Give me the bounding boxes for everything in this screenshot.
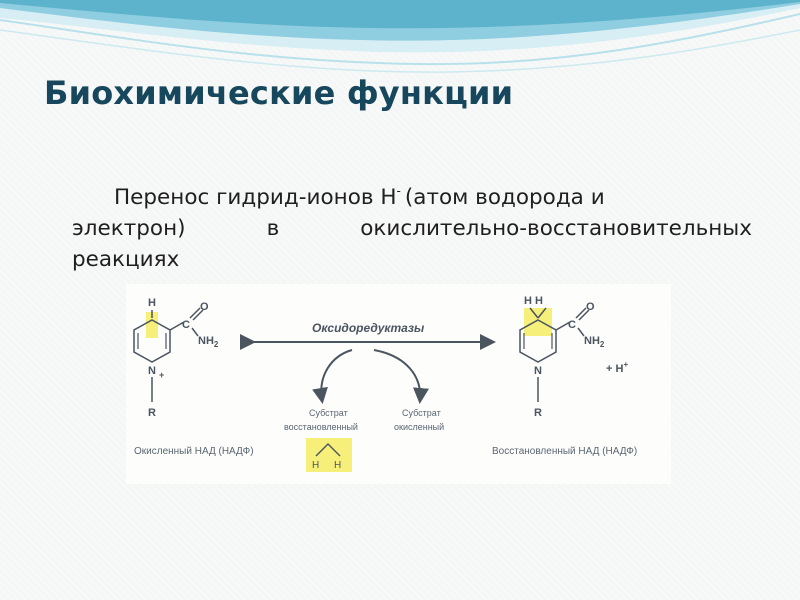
body-line-1-end: (атом водорода и (404, 185, 605, 210)
header-wave-decoration (0, 0, 800, 73)
left-r-group: R (148, 407, 156, 419)
right-nitrogen: N (534, 365, 542, 377)
hydrogen-pair-bond (315, 443, 341, 457)
right-c-n-bond (577, 327, 585, 337)
diagram-frame (126, 284, 671, 484)
left-oxygen: O (200, 301, 209, 313)
body-line-3: реакциях (72, 247, 180, 272)
nad-redox-diagram: H C O NH2 N + R H H C O NH2 N R + H (133, 295, 637, 472)
oxidized-nad-structure: H C O NH2 N + R (133, 297, 219, 419)
left-h-label: H (148, 297, 156, 309)
left-amide-group: NH2 (198, 335, 219, 349)
right-c-o-bond-1 (575, 307, 587, 319)
left-ring-to-carbonyl-bond (169, 321, 185, 331)
hydrogen-2: H (334, 460, 341, 471)
slide-title: Биохимические функции (44, 74, 514, 112)
enzyme-label: Оксидоредуктазы (312, 321, 425, 335)
left-nitrogen-charge: + (159, 370, 164, 380)
left-c-o-bond-1 (189, 307, 201, 319)
reduced-nad-structure: H H C O NH2 N R (519, 295, 605, 419)
slide-body-text: Перенос гидрид-ионов Н-(атом водорода и … (72, 176, 752, 275)
hydride-charge-superscript: - (396, 184, 401, 198)
body-line-2-word-3: окислительно-восстановительных (360, 216, 752, 241)
substrate-reduced-line-2: восстановленный (284, 422, 358, 432)
reduced-nad-label: Восстановленный НАД (НАДФ) (492, 446, 637, 457)
substrate-oxidized-curve-arrow (373, 349, 429, 404)
body-line-2: электрон) в окислительно-восстановительн… (72, 213, 752, 244)
right-r-group: R (534, 407, 542, 419)
released-proton: + H+ (606, 360, 628, 375)
body-line-2-word-2: в (266, 216, 280, 241)
right-h-bond-2 (537, 307, 547, 319)
right-hh-highlight (524, 308, 552, 336)
left-c-o-bond-2 (192, 309, 204, 321)
substrate-oxidized-line-2: окисленный (394, 422, 444, 432)
right-carbonyl-carbon: C (568, 319, 576, 331)
right-h-bond-1 (529, 307, 539, 319)
oxidized-nad-label: Окисленный НАД (НАДФ) (134, 446, 254, 457)
right-oxygen: O (586, 301, 595, 313)
body-line-1: Перенос гидрид-ионов Н-(атом водорода и (72, 176, 752, 213)
left-nitrogen: N (148, 365, 156, 377)
hydrogen-1: H (312, 460, 319, 471)
substrate-oxidized-line-1: Субстрат (402, 408, 441, 418)
substrate-reduced-line-1: Субстрат (309, 408, 348, 418)
hydrogen-pair-highlight (306, 438, 352, 472)
body-line-2-word-1: электрон) (72, 216, 186, 241)
left-carbonyl-carbon: C (182, 319, 190, 331)
right-hh-label: H H (524, 295, 543, 307)
right-c-o-bond-2 (578, 309, 590, 321)
right-amide-group: NH2 (584, 335, 605, 349)
right-ring-to-carbonyl-bond (555, 321, 571, 331)
left-c-n-bond (191, 327, 199, 337)
left-h-highlight (146, 312, 158, 338)
substrate-reduced-curve-arrow (312, 349, 353, 404)
body-line-1-start: Перенос гидрид-ионов Н (114, 185, 397, 210)
